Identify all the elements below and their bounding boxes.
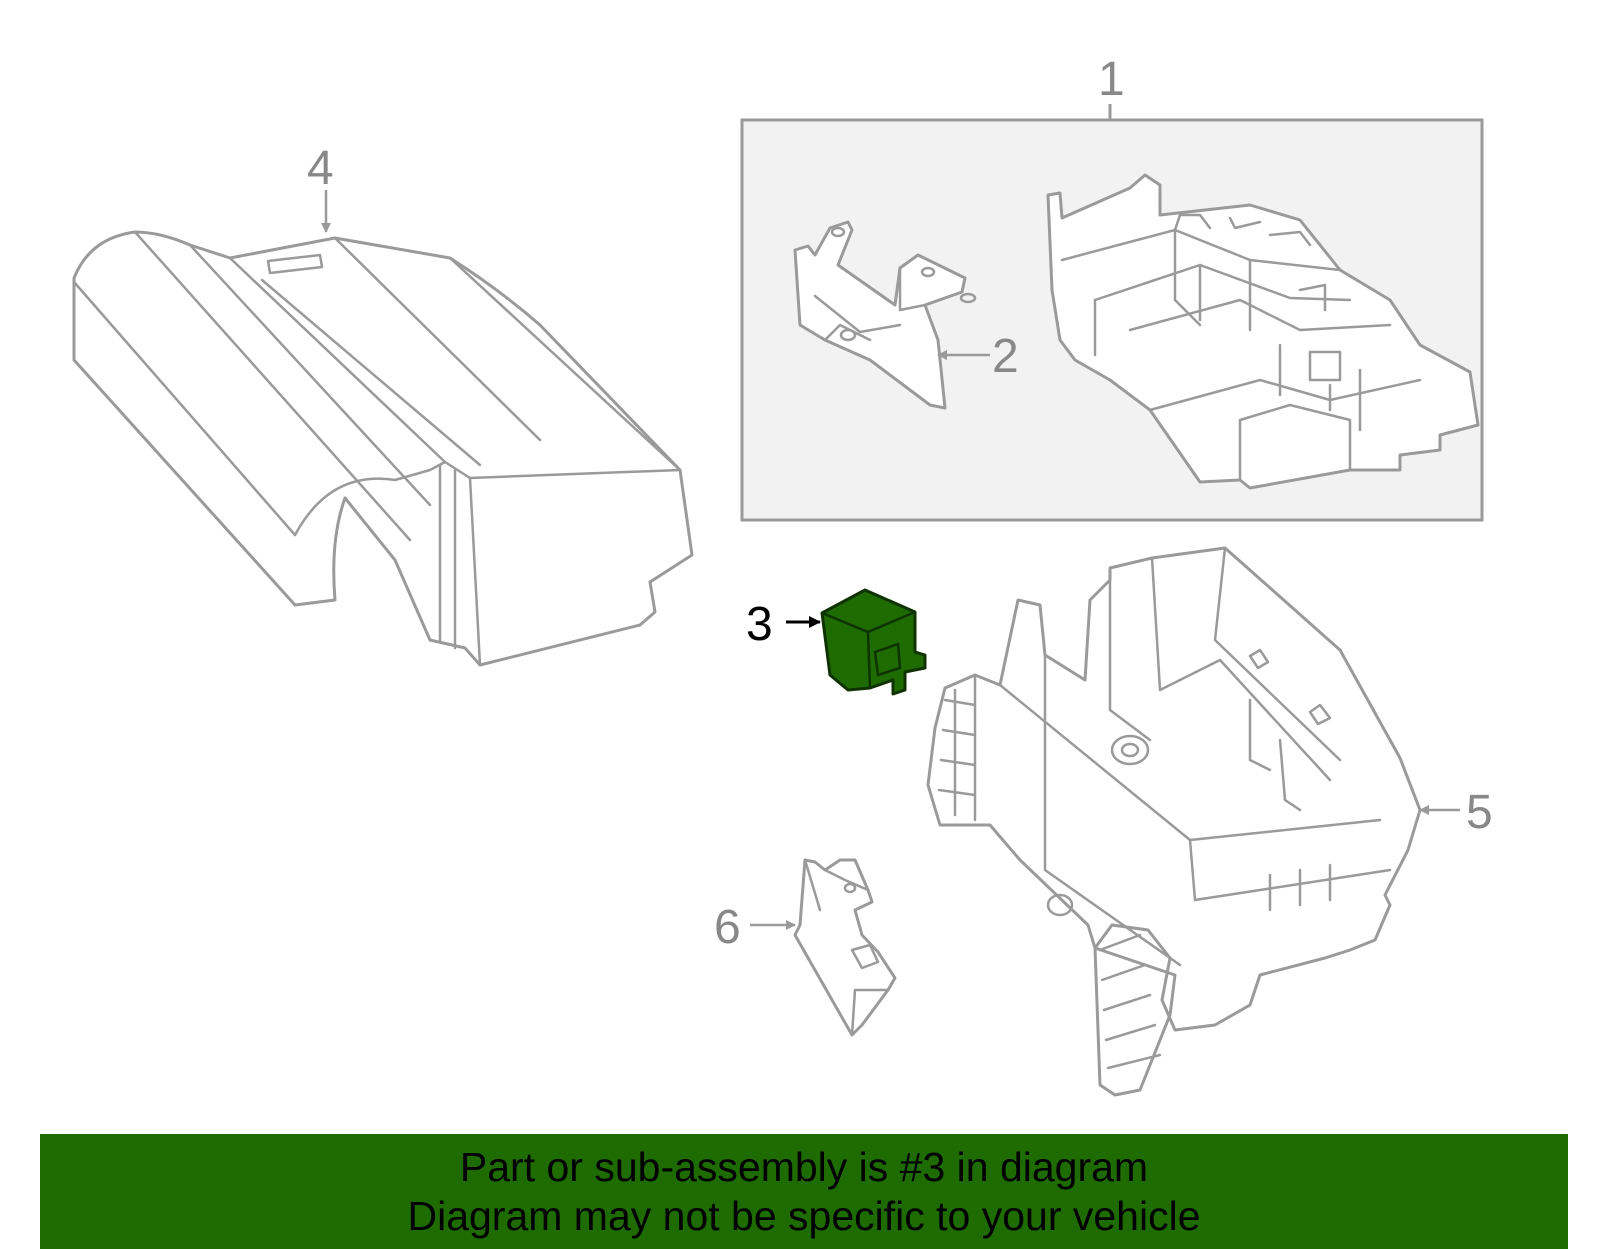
banner-line-part-reference: Part or sub-assembly is #3 in diagram: [459, 1143, 1149, 1190]
part-2-bracket[interactable]: [793, 220, 977, 410]
part-1-fuse-block[interactable]: [1046, 173, 1480, 490]
part-5-housing[interactable]: [926, 546, 1422, 1097]
callout-5-label: 5: [1466, 786, 1493, 839]
callout-1-label: 1: [1098, 53, 1125, 106]
part-info-banner: Part or sub-assembly is #3 in diagram Di…: [40, 1134, 1568, 1249]
banner-line-disclaimer: Diagram may not be specific to your vehi…: [407, 1192, 1201, 1239]
callout-6-label: 6: [714, 901, 741, 954]
part-6-clip[interactable]: [793, 858, 897, 1037]
callout-3-label: 3: [746, 598, 773, 651]
parts-diagram: 4 1 2: [72, 53, 1493, 1097]
part-4-cover[interactable]: [72, 230, 694, 667]
callout-2-label: 2: [992, 330, 1019, 383]
callout-4-label: 4: [307, 142, 334, 195]
part-3-relay[interactable]: [820, 588, 927, 696]
